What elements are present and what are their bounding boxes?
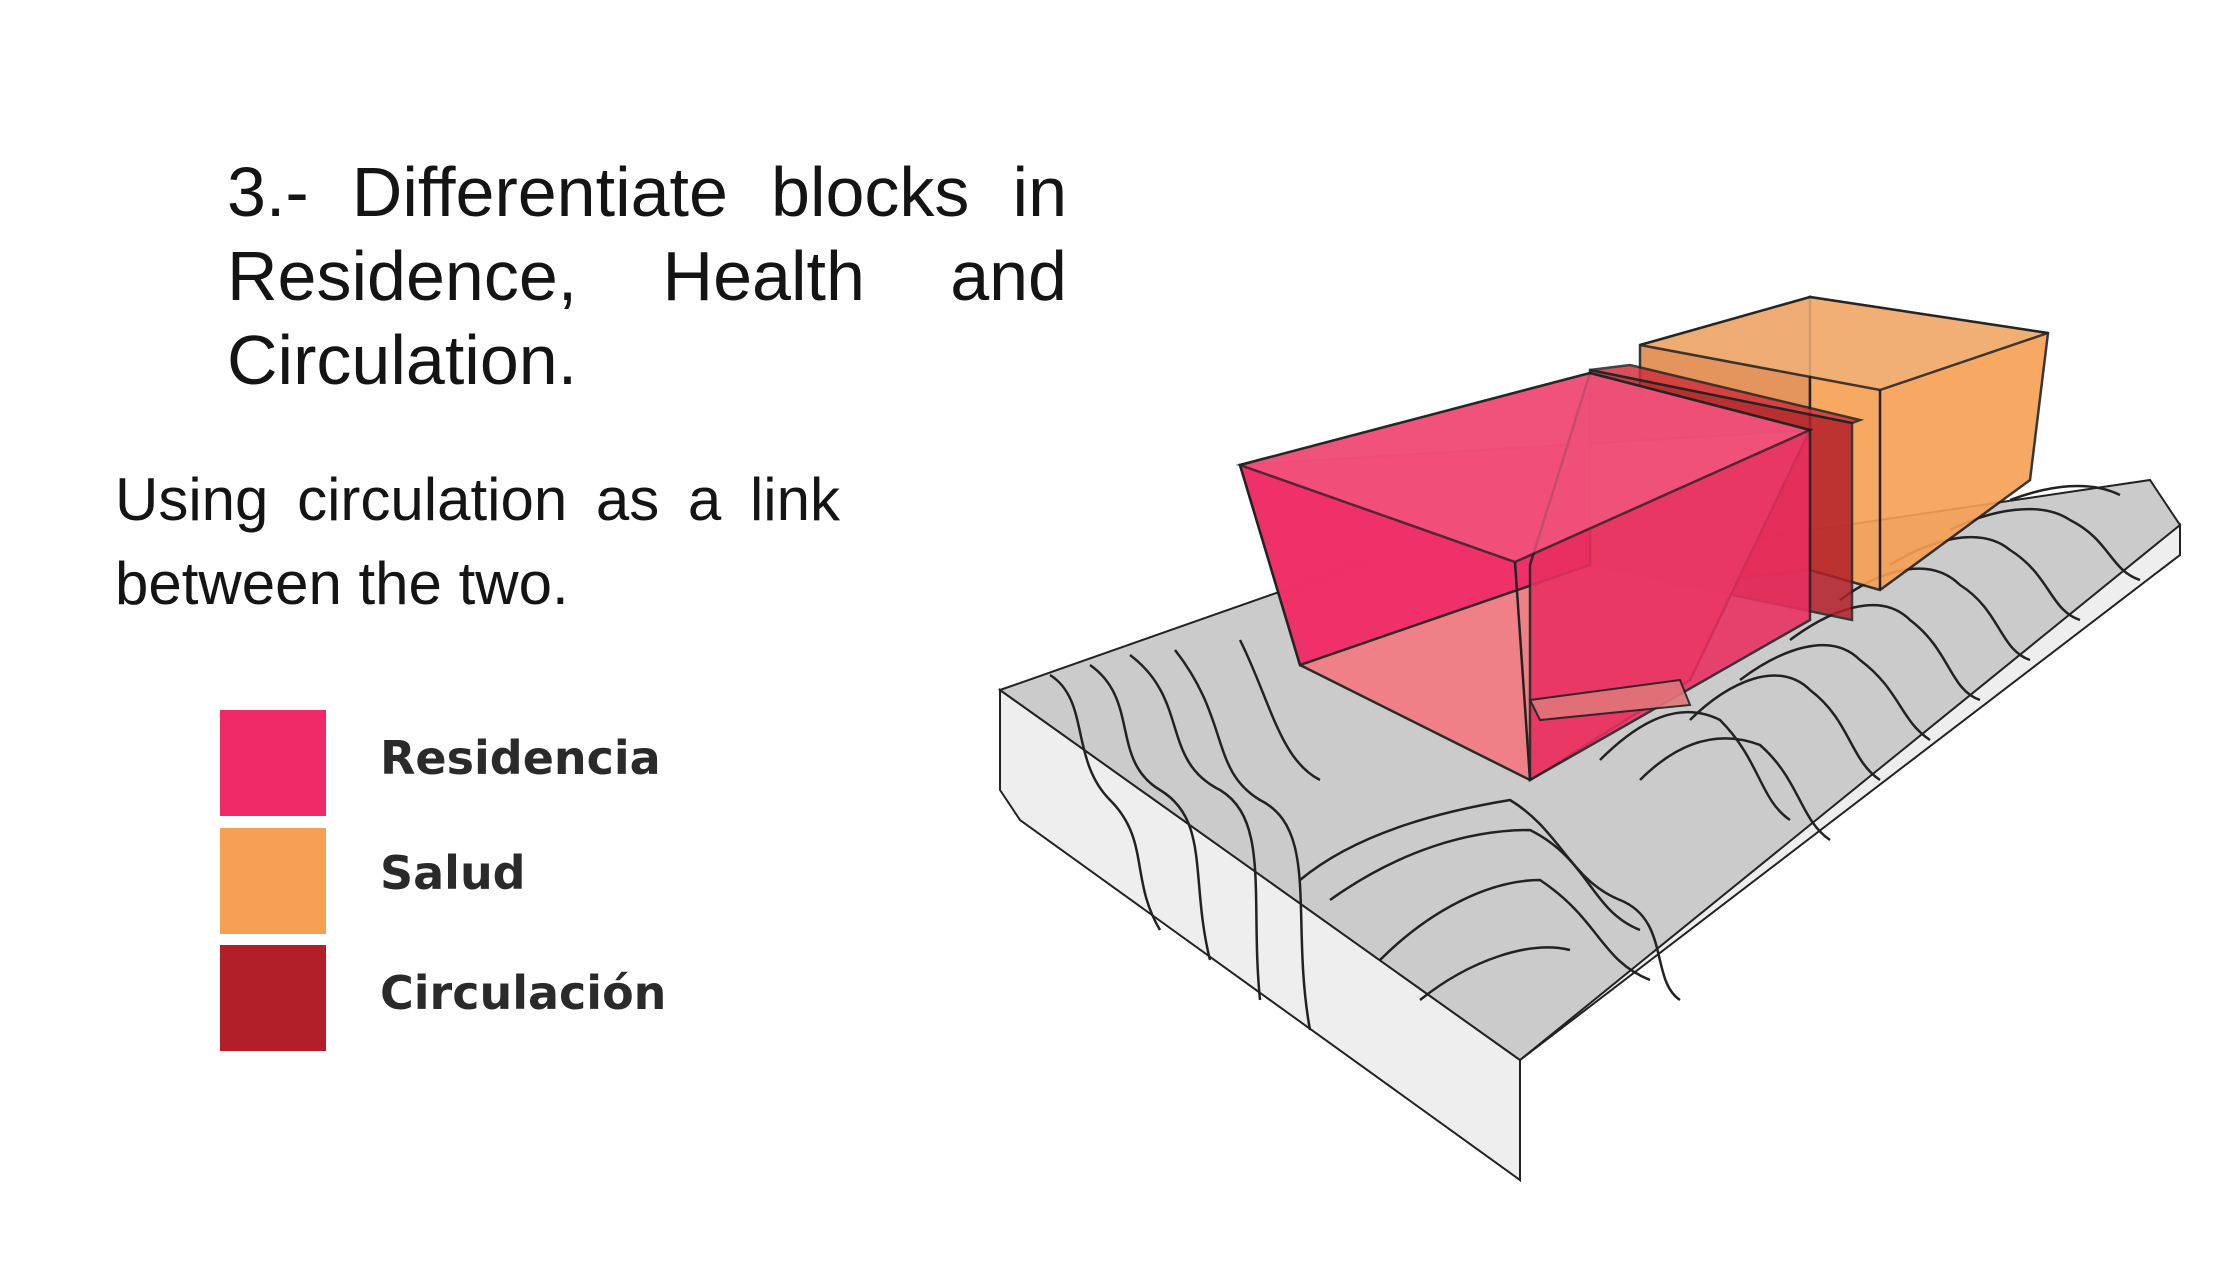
residencia-top-face: [1235, 371, 1814, 564]
diagram-subtext: Using circulation as a link between the …: [115, 466, 840, 617]
circulacion-top: [1589, 363, 1865, 425]
legend-swatch-circulacion: [220, 945, 326, 1051]
residencia-block: [1235, 371, 1814, 783]
salud-top-face: [1639, 295, 2049, 392]
residencia-edge: [1513, 561, 1532, 781]
residencia-floor-step: [1528, 678, 1692, 722]
diagram-heading: 3.- Differentiate blocks in Residence, H…: [227, 153, 1067, 399]
legend-swatch-salud: [220, 828, 326, 934]
legend-swatch-residencia: [220, 710, 326, 816]
legend-label-salud: Salud: [380, 846, 526, 900]
legend-label-residencia: Residencia: [380, 731, 661, 785]
legend-label-circulacion: Circulación: [380, 966, 667, 1020]
